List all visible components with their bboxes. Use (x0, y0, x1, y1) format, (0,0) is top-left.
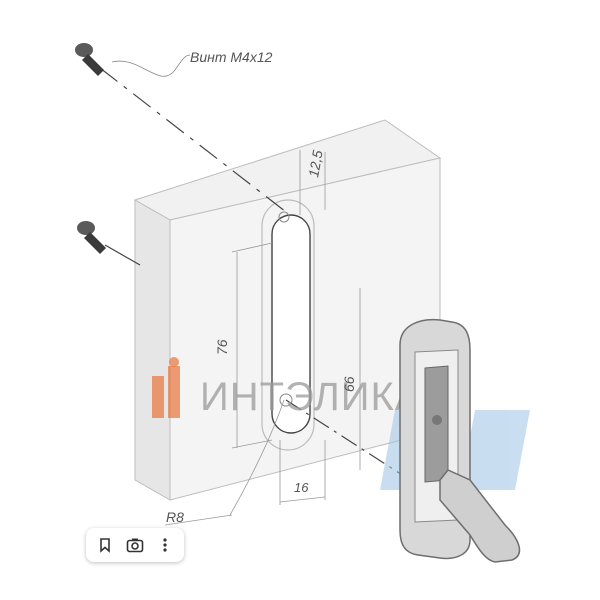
watermark-text: ИНТЭЛИКА (200, 375, 422, 419)
hook-axis (285, 399, 411, 481)
dimension-lines (164, 150, 361, 526)
image-toolbar (86, 528, 184, 562)
hook-handle (399, 318, 521, 563)
more-vertical-icon[interactable] (152, 532, 178, 558)
screw-label-leader (111, 54, 191, 77)
slot-cutout (261, 199, 315, 451)
dim-radius-label: R8 (166, 509, 184, 525)
screw-bottom (77, 221, 106, 254)
screw-label: Винт М4х12 (190, 49, 273, 65)
dim-hook-length-label: 66 (341, 376, 357, 392)
screw-top (75, 43, 104, 76)
screw-axis-bottom (104, 244, 141, 266)
bookmark-icon[interactable] (92, 532, 118, 558)
dim-slot-length-label: 76 (214, 339, 230, 355)
watermark-accent-bar (152, 376, 164, 418)
camera-search-icon[interactable] (122, 532, 148, 558)
dim-slot-width-label: 16 (294, 480, 309, 495)
dim-width-label: 12,5 (305, 149, 326, 179)
screw-axis-top (99, 67, 291, 216)
